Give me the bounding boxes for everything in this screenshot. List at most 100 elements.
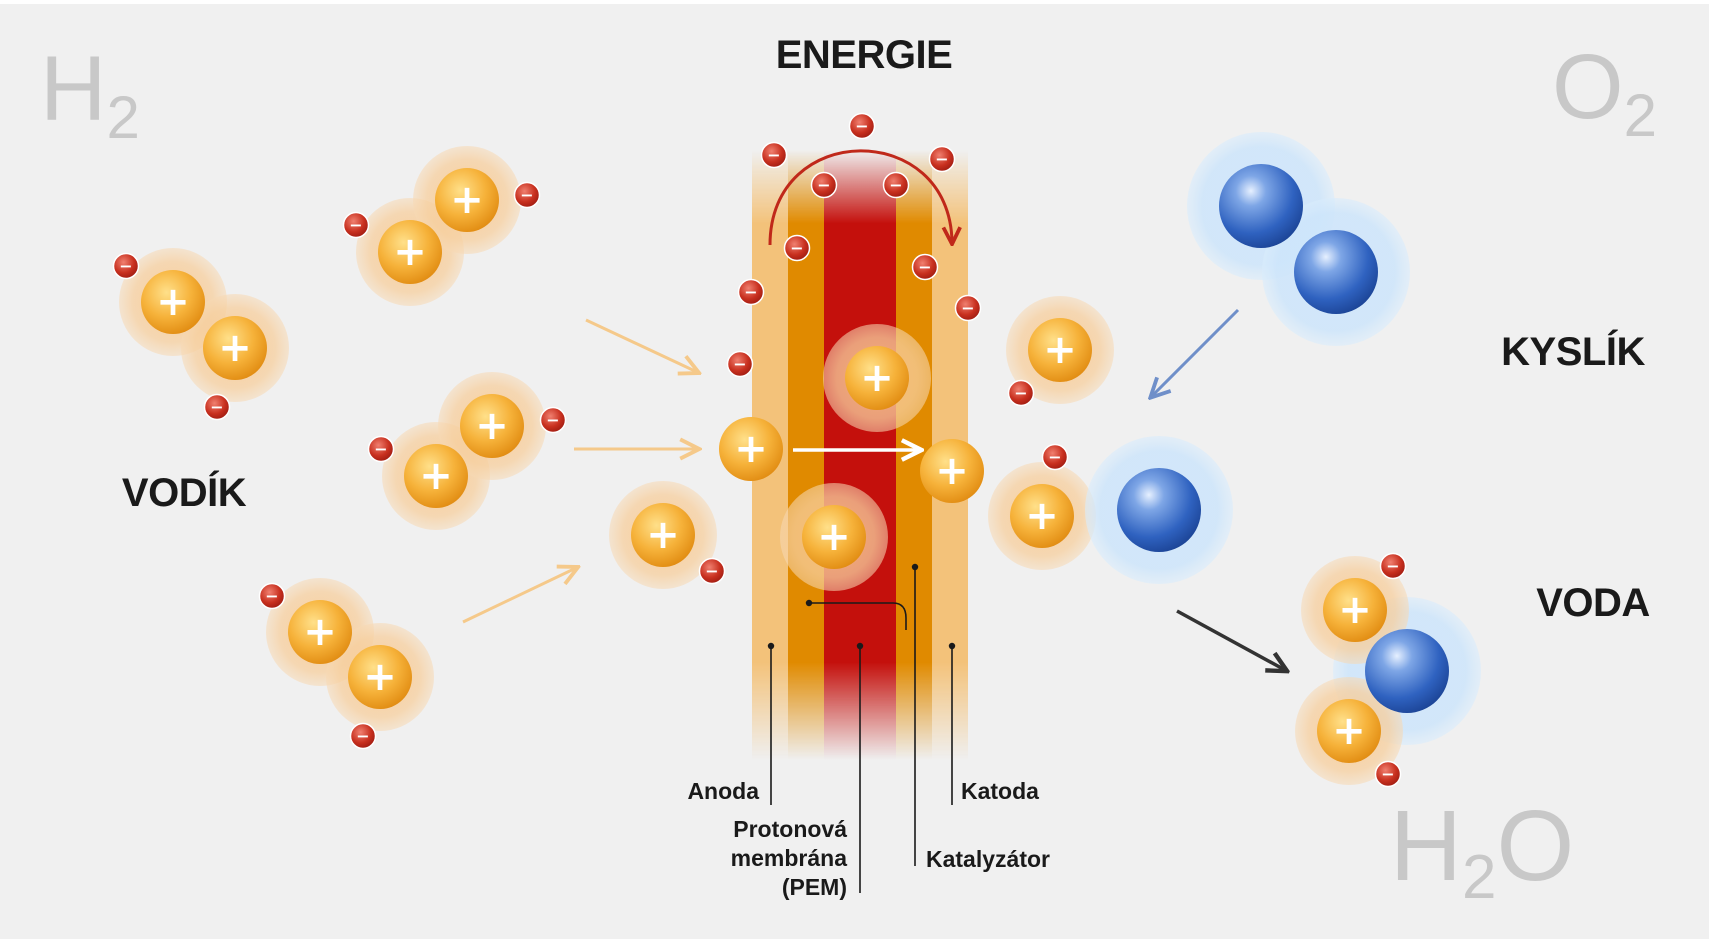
katalyzator-connector — [809, 602, 907, 630]
voda-label: VODA — [1536, 581, 1650, 625]
hydrogen-electron-3a-minus-sign: − — [374, 440, 387, 459]
hydrogen-inflow-arrow-3 — [462, 568, 576, 624]
water-proton-2-plus-sign: + — [1332, 708, 1366, 754]
hydrogen-proton-1b-plus-sign: + — [218, 325, 252, 371]
hydrogen-proton-1a-plus-sign: + — [156, 279, 190, 325]
cathode-proton — [920, 439, 984, 503]
hydrogen-electron-3b-minus-sign: − — [546, 411, 559, 430]
pointer-lines — [770, 567, 953, 893]
hydrogen-proton-2a-plus-sign: + — [393, 229, 427, 275]
katalyzator-dot-2 — [805, 599, 813, 607]
reacting-oxygen-atom — [1117, 468, 1201, 552]
circuit-electron-7-minus-sign: − — [918, 258, 931, 277]
o2-formula: O2 — [1552, 36, 1657, 149]
water-electron-2-minus-sign: − — [1381, 765, 1394, 784]
reacting-electron — [1041, 443, 1069, 471]
hydrogen-electron-2a-minus-sign: − — [349, 216, 362, 235]
membrane-proton-2-plus-sign: + — [817, 514, 851, 560]
water-proton-2 — [1317, 699, 1381, 763]
hydrogen-electron-1b — [203, 393, 231, 421]
membrane-proton-1 — [845, 346, 909, 410]
hydrogen-electron-1b-minus-sign: − — [210, 398, 223, 417]
hydrogen-proton-2b-plus-sign: + — [450, 177, 484, 223]
h2-formula: H2 — [40, 38, 140, 151]
circuit-electron-2-minus-sign: − — [767, 146, 780, 165]
katalyzator-label: Katalyzátor — [926, 846, 1050, 872]
membrane-proton-2 — [802, 505, 866, 569]
pem-label-line3: (PEM) — [782, 874, 847, 900]
kyslik-label: KYSLÍK — [1501, 329, 1645, 374]
pem-dot — [856, 642, 864, 650]
circuit-electron-2 — [760, 141, 788, 169]
katoda-label: Katoda — [961, 778, 1039, 804]
hydrogen-electron-4a — [258, 582, 286, 610]
water-outflow-arrow — [1176, 609, 1285, 670]
circuit-electron-7 — [911, 253, 939, 281]
cathode-side-proton — [1028, 318, 1092, 382]
hydrogen-inflow-arrow-1 — [585, 318, 697, 372]
hydrogen-proton-4a-plus-sign: + — [303, 609, 337, 655]
hydrogen-proton-3b — [460, 394, 524, 458]
anode-proton-plus-sign: + — [734, 426, 768, 472]
anoda-dot — [767, 642, 775, 650]
split-proton — [631, 503, 695, 567]
pem-label-line1: Protonová — [733, 816, 847, 842]
hydrogen-proton-2a — [378, 220, 442, 284]
water-oxygen-atom — [1365, 629, 1449, 713]
hydrogen-electron-1a — [112, 252, 140, 280]
hydrogen-proton-1a — [141, 270, 205, 334]
hydrogen-electron-2b — [513, 181, 541, 209]
hydrogen-proton-3a-plus-sign: + — [419, 453, 453, 499]
reacting-electron-minus-sign: − — [1048, 448, 1061, 467]
reacting-proton-plus-sign: + — [1025, 493, 1059, 539]
hydrogen-electron-3a — [367, 435, 395, 463]
hydrogen-electron-2a — [342, 211, 370, 239]
cathode-proton-plus-sign: + — [935, 448, 969, 494]
split-electron — [698, 557, 726, 585]
h2o-formula: H2O — [1390, 790, 1575, 912]
oxygen-atom-1 — [1219, 164, 1303, 248]
oxygen-atom-2 — [1294, 230, 1378, 314]
circuit-electron-10 — [726, 350, 754, 378]
katoda-dot — [948, 642, 956, 650]
katalyzator-dot — [911, 563, 919, 571]
water-proton-1 — [1323, 578, 1387, 642]
circuit-electron-6-minus-sign: − — [790, 239, 803, 258]
membrane-proton-1-plus-sign: + — [860, 355, 894, 401]
water-electron-2 — [1374, 760, 1402, 788]
split-proton-plus-sign: + — [646, 512, 680, 558]
circuit-electron-5 — [882, 171, 910, 199]
hydrogen-proton-3a — [404, 444, 468, 508]
hydrogen-proton-2b — [435, 168, 499, 232]
pointer-dots — [767, 563, 956, 650]
hydrogen-electron-2b-minus-sign: − — [520, 186, 533, 205]
circuit-electron-6 — [783, 234, 811, 262]
water-proton-1-plus-sign: + — [1338, 587, 1372, 633]
hydrogen-proton-4b — [348, 645, 412, 709]
split-electron-minus-sign: − — [705, 562, 718, 581]
energie-label: ENERGIE — [776, 33, 953, 77]
circuit-electron-3 — [928, 145, 956, 173]
anoda-label: Anoda — [687, 778, 759, 804]
hydrogen-proton-1b — [203, 316, 267, 380]
reacting-proton — [1010, 484, 1074, 548]
hydrogen-electron-4b — [349, 722, 377, 750]
circuit-electron-4 — [810, 171, 838, 199]
particle-layer: ++−−++−−++−−++−−+−++++−−−−−−−−−−+−+−++−− — [112, 112, 1449, 788]
hydrogen-electron-1a-minus-sign: − — [119, 257, 132, 276]
circuit-electron-8 — [737, 278, 765, 306]
circuit-electron-10-minus-sign: − — [733, 355, 746, 374]
vodik-label: VODÍK — [122, 470, 247, 515]
circuit-electron-1-minus-sign: − — [855, 117, 868, 136]
pem-label-line2: membrána — [731, 845, 848, 871]
circuit-electron-8-minus-sign: − — [744, 283, 757, 302]
circuit-electron-9-minus-sign: − — [961, 299, 974, 318]
circuit-electron-3-minus-sign: − — [935, 150, 948, 169]
circuit-electron-4-minus-sign: − — [817, 176, 830, 195]
oxygen-inflow-arrow — [1152, 308, 1240, 396]
hydrogen-electron-3b — [539, 406, 567, 434]
water-electron-1-minus-sign: − — [1386, 557, 1399, 576]
cathode-side-electron — [1007, 379, 1035, 407]
